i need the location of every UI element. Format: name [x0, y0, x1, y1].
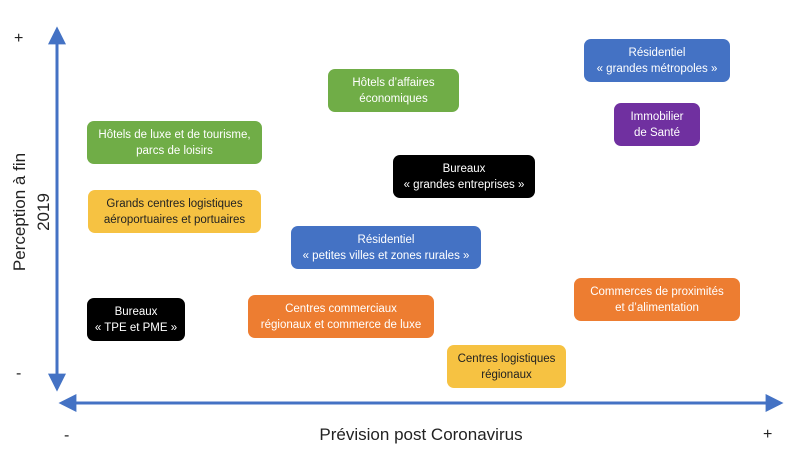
box-line: « petites villes et zones rurales »	[302, 249, 470, 262]
x-plus-mark: +	[763, 426, 773, 443]
box-line: parcs de loisirs	[136, 144, 213, 157]
box-line: de Santé	[633, 126, 681, 139]
box-residentiel-metropoles: Résidentiel « grandes métropoles »	[584, 39, 730, 82]
box-line: Grands centres logistiques	[106, 197, 243, 210]
box-line: Hôtels de luxe et de tourisme,	[98, 128, 251, 141]
y-plus-mark: +	[14, 30, 24, 47]
box-logistique-aeroportuaire: Grands centres logistiques aéroportuaire…	[88, 190, 261, 233]
box-hotels-affaires: Hôtels d’affaires économiques	[328, 69, 459, 112]
box-line: Centres logistiques	[457, 352, 556, 365]
box-line: « TPE et PME »	[94, 321, 178, 334]
box-commerces-proximite: Commerces de proximités et d’alimentatio…	[574, 278, 740, 321]
box-hotels-luxe: Hôtels de luxe et de tourisme, parcs de …	[87, 121, 262, 164]
x-axis-label: Prévision post Coronavirus	[319, 425, 523, 444]
box-line: Commerces de proximités	[590, 285, 724, 298]
box-line: Centres commerciaux	[285, 302, 397, 315]
box-line: « grandes entreprises »	[403, 178, 525, 191]
y-axis-label: Perception à fin 2019	[10, 152, 53, 272]
x-minus-mark: -	[64, 427, 70, 444]
box-line: Hôtels d’affaires	[352, 76, 435, 89]
box-line: Immobilier	[630, 110, 684, 123]
box-line: « grandes métropoles »	[596, 62, 718, 75]
box-line: Bureaux	[442, 162, 486, 175]
box-line: et d’alimentation	[615, 301, 699, 314]
box-logistique-regionale: Centres logistiques régionaux	[447, 345, 566, 388]
box-line: régionaux et commerce de luxe	[260, 318, 422, 331]
box-line: Résidentiel	[357, 233, 415, 246]
box-line: Bureaux	[114, 305, 158, 318]
box-immobilier-sante: Immobilier de Santé	[614, 103, 700, 146]
box-line: Résidentiel	[628, 46, 686, 59]
box-line: aéroportuaires et portuaires	[103, 213, 246, 226]
box-bureaux-tpe-pme: Bureaux « TPE et PME »	[87, 298, 185, 341]
box-line: régionaux	[481, 368, 532, 381]
box-centres-commerciaux: Centres commerciaux régionaux et commerc…	[248, 295, 434, 338]
box-line: économiques	[359, 92, 428, 105]
box-bureaux-grandes-entreprises: Bureaux « grandes entreprises »	[393, 155, 535, 198]
y-minus-mark: -	[16, 365, 22, 382]
box-residentiel-rural: Résidentiel « petites villes et zones ru…	[291, 226, 481, 269]
